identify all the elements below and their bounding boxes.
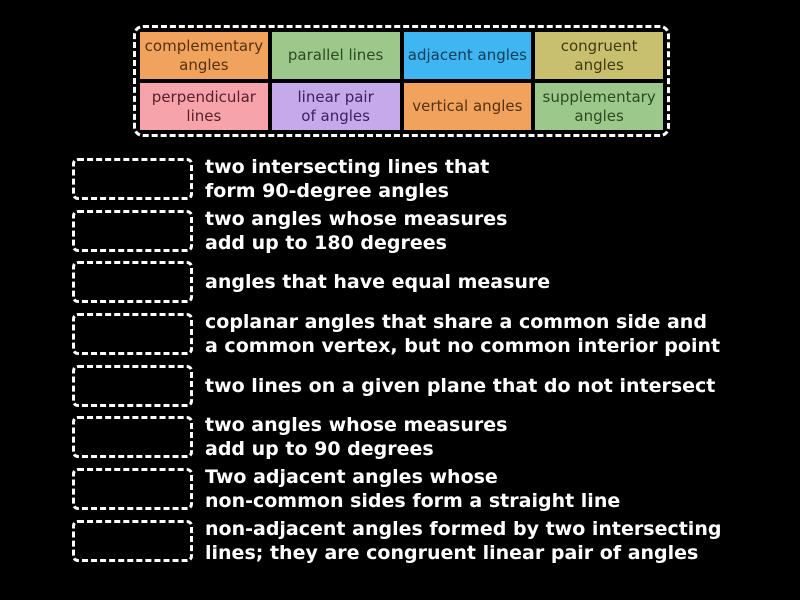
term-tile-perpendicular-lines[interactable]: perpendicular lines: [140, 83, 268, 130]
definition-text: two angles whose measures add up to 180 …: [205, 207, 508, 254]
match-row: two angles whose measures add up to 180 …: [72, 205, 772, 257]
match-row: two angles whose measures add up to 90 d…: [72, 411, 772, 463]
drop-box-8[interactable]: [72, 519, 193, 562]
definition-text: Two adjacent angles whose non-common sid…: [205, 465, 621, 512]
definition-text: coplanar angles that share a common side…: [205, 310, 721, 357]
drop-box-1[interactable]: [72, 157, 193, 200]
term-tile-complementary-angles[interactable]: complementary angles: [140, 32, 268, 79]
match-row: coplanar angles that share a common side…: [72, 308, 772, 360]
definition-text: angles that have equal measure: [205, 271, 551, 294]
match-row: Two adjacent angles whose non-common sid…: [72, 463, 772, 515]
match-row: two intersecting lines that form 90-degr…: [72, 153, 772, 205]
drop-box-2[interactable]: [72, 209, 193, 252]
term-tile-adjacent-angles[interactable]: adjacent angles: [403, 32, 532, 79]
definition-text: two intersecting lines that form 90-degr…: [205, 155, 490, 202]
definition-text: two lines on a given plane that do not i…: [205, 374, 716, 397]
match-rows: two intersecting lines that form 90-degr…: [72, 153, 772, 567]
match-row: angles that have equal measure: [72, 256, 772, 308]
definition-text: two angles whose measures add up to 90 d…: [205, 414, 508, 461]
match-row: non-adjacent angles formed by two inters…: [72, 515, 772, 567]
drop-box-5[interactable]: [72, 364, 193, 407]
definition-text: non-adjacent angles formed by two inters…: [205, 517, 722, 564]
drop-box-4[interactable]: [72, 312, 193, 355]
match-row: two lines on a given plane that do not i…: [72, 360, 772, 412]
term-tile-parallel-lines[interactable]: parallel lines: [271, 32, 400, 79]
drop-box-6[interactable]: [72, 416, 193, 459]
term-tile-congruent-angles[interactable]: congruent angles: [535, 32, 663, 79]
drop-box-3[interactable]: [72, 261, 193, 304]
term-tile-vertical-angles[interactable]: vertical angles: [403, 83, 532, 130]
term-tile-supplementary-angles[interactable]: supplementary angles: [535, 83, 663, 130]
drop-box-7[interactable]: [72, 467, 193, 510]
word-bank: complementary angles parallel lines adja…: [133, 25, 670, 137]
term-tile-linear-pair-of-angles[interactable]: linear pair of angles: [271, 83, 400, 130]
